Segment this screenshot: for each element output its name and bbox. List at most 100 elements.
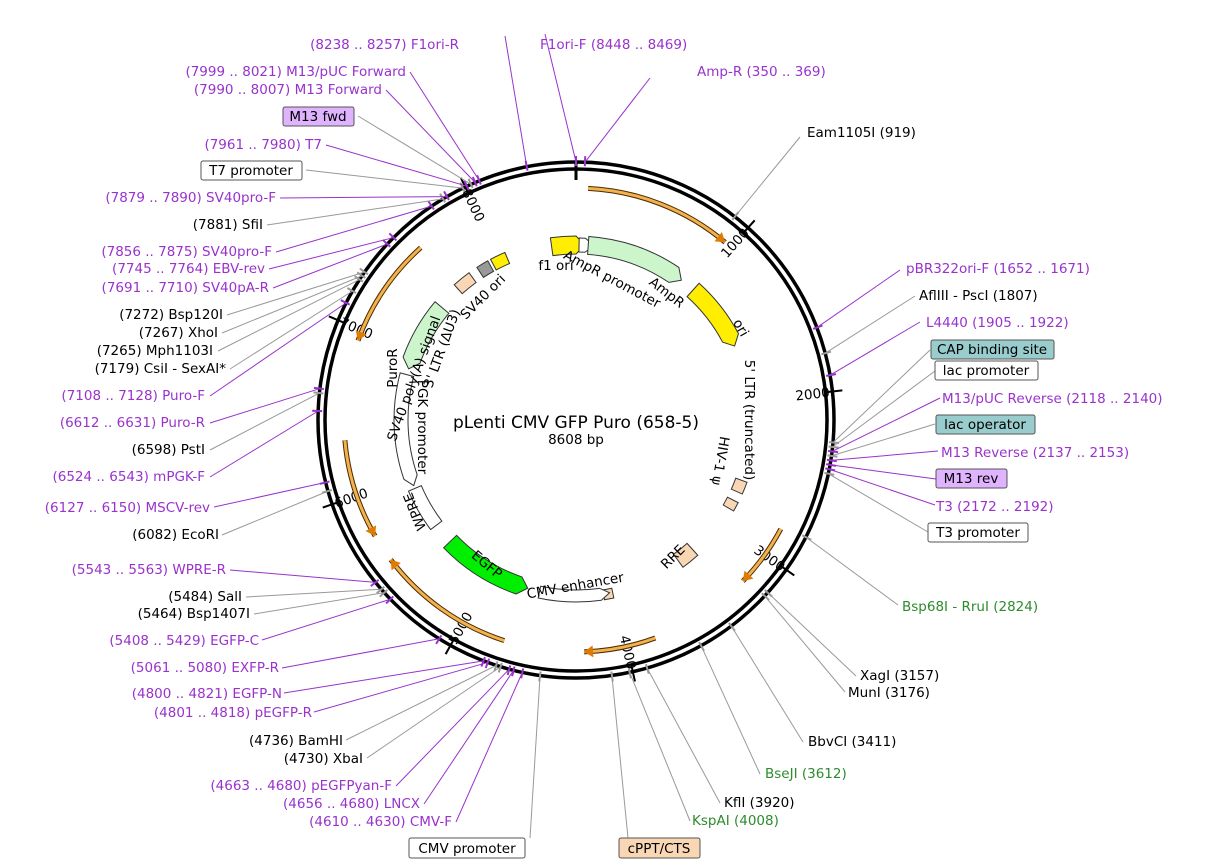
label-bseji[interactable]: BseJI (3612)	[765, 766, 847, 782]
feature-label-ori: ori	[729, 316, 752, 339]
label-cap-binding-site[interactable]: CAP binding site	[937, 342, 1047, 358]
label-egfp-n[interactable]: (4800 .. 4821) EGFP-N	[132, 686, 282, 702]
site-tick	[443, 190, 450, 201]
site-tick	[439, 193, 447, 203]
label-ecori[interactable]: (6082) EcoRI	[132, 527, 219, 543]
label-psti[interactable]: (6598) PstI	[132, 442, 205, 458]
leader-line	[544, 33, 577, 163]
leader-line	[213, 481, 326, 508]
site-tick	[827, 449, 839, 454]
label-sali[interactable]: (5484) SalI	[168, 589, 242, 605]
label-lncx[interactable]: (4656 .. 4680) LNCX	[283, 796, 420, 812]
label-amp-r[interactable]: Amp-R (350 .. 369)	[697, 64, 826, 80]
label-kfli[interactable]: KflI (3920)	[724, 795, 795, 811]
label-xhoi[interactable]: (7267) XhoI	[139, 325, 218, 341]
label-eam1105i[interactable]: Eam1105I (919)	[807, 125, 916, 141]
leader-line	[217, 279, 360, 352]
feature-label-hiv-psi: HIV-1 ψ	[708, 435, 732, 486]
label-wpre-r[interactable]: (5543 .. 5563) WPRE-R	[72, 562, 226, 578]
tick-mark	[444, 638, 455, 655]
label-pegfp-r[interactable]: (4801 .. 4818) pEGFP-R	[154, 705, 312, 721]
label-egfp-c[interactable]: (5408 .. 5429) EGFP-C	[109, 633, 259, 649]
leader-line	[266, 198, 444, 226]
label-t7[interactable]: (7961 .. 7980) T7	[204, 137, 322, 153]
orf-1	[588, 186, 727, 244]
leader-line	[272, 243, 388, 289]
label-m13-forward[interactable]: (7990 .. 8007) M13 Forward	[194, 82, 382, 98]
orf-4-head	[390, 559, 401, 571]
label-xbai[interactable]: (4730) XbaI	[284, 751, 363, 767]
label-t3-promoter[interactable]: T3 promoter	[935, 525, 1020, 541]
site-tick	[497, 662, 503, 673]
label-puro-r[interactable]: (6612 .. 6631) Puro-R	[60, 415, 205, 431]
t7-promoter-box	[200, 160, 303, 181]
label-mpgk-f[interactable]: (6524 .. 6543) mPGK-F	[52, 469, 205, 485]
site-tick	[825, 373, 837, 377]
label-t3[interactable]: T3 (2172 .. 2192)	[935, 499, 1054, 515]
leader-line	[816, 269, 901, 328]
leader-line	[830, 450, 939, 461]
leader-line	[730, 625, 804, 743]
leader-line	[832, 349, 931, 443]
leader-line	[245, 588, 382, 598]
label-m13-reverse[interactable]: M13 Reverse (2137 .. 2153)	[941, 445, 1129, 461]
tick-label: 8000	[458, 187, 487, 225]
label-bsp120i[interactable]: (7272) Bsp120I	[119, 307, 223, 323]
label-f1ori-r[interactable]: (8238 .. 8257) F1ori-R	[310, 37, 459, 53]
label-m13-fwd-box[interactable]: M13 fwd	[289, 109, 346, 125]
label-bsp68i-rrui[interactable]: Bsp68I - RruI (2824)	[902, 599, 1038, 615]
label-mscv-rev[interactable]: (6127 .. 6150) MSCV-rev	[45, 500, 210, 516]
leader-line	[831, 397, 941, 452]
label-f1ori-f[interactable]: F1ori-F (8448 .. 8469)	[540, 37, 687, 53]
feature-sv40-ori	[489, 251, 511, 271]
leader-line	[385, 89, 476, 183]
label-csii[interactable]: (7179) CsiI - SexAI*	[95, 361, 227, 377]
site-tick	[731, 211, 740, 221]
label-sfi[interactable]: (7881) SfiI	[193, 217, 263, 233]
label-exfp-r[interactable]: (5061 .. 5080) EXFP-R	[131, 660, 279, 676]
label-m13puc-forward[interactable]: (7999 .. 8021) M13/pUC Forward	[185, 64, 406, 80]
site-tick	[801, 534, 812, 541]
label-pegfpyan-f[interactable]: (4663 .. 4680) pEGFPyan-F	[210, 778, 392, 794]
label-mph1103i[interactable]: (7265) Mph1103I	[97, 343, 213, 359]
label-sv40pro-f-2[interactable]: (7856 .. 7875) SV40pro-F	[101, 244, 272, 260]
site-tick	[538, 671, 542, 682]
label-lac-operator[interactable]: lac operator	[944, 417, 1026, 433]
feature-ampr	[587, 235, 682, 283]
plasmid-length: 8608 bp	[548, 432, 604, 448]
cppt-cts-box	[618, 837, 701, 859]
label-l4440[interactable]: L4440 (1905 .. 1922)	[926, 315, 1069, 331]
label-cppt-cts[interactable]: cPPT/CTS	[628, 841, 691, 857]
tick-label: 2000	[795, 385, 831, 405]
label-sv40pa-r[interactable]: (7691 .. 7710) SV40pA-R	[102, 280, 269, 296]
site-tick	[435, 634, 443, 645]
leader-line	[357, 115, 472, 185]
site-labels-right: F1ori-F (8448 .. 8469) Amp-R (350 .. 369…	[540, 37, 1163, 859]
leader-lines	[209, 33, 941, 839]
tick-mark	[825, 389, 843, 394]
label-ebv-rev[interactable]: (7745 .. 7764) EBV-rev	[112, 261, 265, 277]
label-muni[interactable]: MunI (3176)	[848, 685, 930, 701]
site-tick	[812, 324, 823, 330]
leader-line	[209, 388, 321, 424]
label-bamhi[interactable]: (4736) BamHI	[249, 733, 343, 749]
label-pbr322ori-f[interactable]: pBR322ori-F (1652 .. 1671)	[906, 261, 1090, 277]
site-tick	[471, 176, 478, 187]
label-t7-promoter[interactable]: T7 promoter	[208, 163, 293, 179]
label-puro-f[interactable]: (7108 .. 7128) Puro-F	[61, 388, 205, 404]
label-sv40pro-f-1[interactable]: (7879 .. 7890) SV40pro-F	[105, 190, 276, 206]
label-lac-promoter[interactable]: lac promoter	[943, 363, 1030, 379]
label-bsp1407i[interactable]: (5464) Bsp1407I	[138, 606, 250, 622]
label-cmv-f[interactable]: (4610 .. 4630) CMV-F	[309, 814, 452, 830]
label-kspai[interactable]: KspAI (4008)	[692, 813, 779, 829]
site-tick	[370, 579, 380, 587]
feature-sv40-polya	[476, 260, 495, 279]
label-bbvci[interactable]: BbvCI (3411)	[808, 734, 896, 750]
label-cmv-promoter[interactable]: CMV promoter	[418, 841, 516, 857]
plasmid-name: pLenti CMV GFP Puro (658-5)	[453, 413, 699, 433]
label-xagi[interactable]: XagI (3157)	[860, 668, 939, 684]
label-afliii-psci[interactable]: AflIII - PscI (1807)	[919, 288, 1038, 304]
label-m13-rev-box[interactable]: M13 rev	[944, 471, 999, 487]
feature-label-puror: PuroR	[385, 348, 401, 387]
label-m13puc-reverse[interactable]: M13/pUC Reverse (2118 .. 2140)	[942, 391, 1163, 407]
